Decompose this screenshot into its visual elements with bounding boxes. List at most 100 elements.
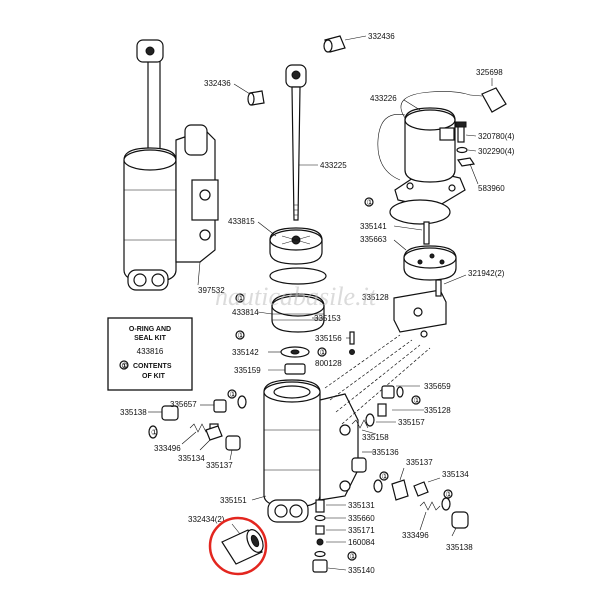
label-335128-upper: 335128 <box>362 293 389 302</box>
label-321942: 321942(2) <box>468 269 505 278</box>
piston-433814 <box>271 293 325 333</box>
valve-block <box>393 279 447 338</box>
kit-marker-7: ① <box>414 396 421 405</box>
valve-335657 <box>213 395 247 413</box>
plug-335136 <box>351 457 383 493</box>
kit-marker-5: ① <box>151 428 158 437</box>
assembled-trim-cylinder <box>123 39 219 291</box>
label-335158: 335158 <box>362 433 389 442</box>
label-335137-left: 335137 <box>206 461 233 470</box>
label-335138-left: 335138 <box>120 408 147 417</box>
label-320780: 320780(4) <box>478 132 515 141</box>
plug-335138-right <box>451 511 469 529</box>
label-325698: 325698 <box>476 68 503 77</box>
label-335142: 335142 <box>232 348 259 357</box>
poppet-335134-right <box>413 481 429 497</box>
kit-note-2: OF KIT <box>142 373 166 380</box>
kit-marker-6: ① <box>230 390 237 399</box>
oring-335138-left <box>148 425 158 439</box>
nut-335159 <box>284 363 306 375</box>
pump-pin <box>423 221 430 245</box>
pin-335156 <box>349 331 355 345</box>
label-335153: 335153 <box>314 314 341 323</box>
label-335134-right: 335134 <box>442 470 469 479</box>
kit-marker-2: ① <box>238 294 245 303</box>
kit-note-symbol: ① <box>122 362 128 370</box>
kit-marker-8: ① <box>382 472 389 481</box>
kit-title-1: O-RING AND <box>129 326 171 333</box>
label-335134-left: 335134 <box>178 454 205 463</box>
fitting-335131 <box>315 499 325 513</box>
kit-number: 433816 <box>137 347 164 356</box>
piece-335171 <box>315 525 325 535</box>
kit-marker-10: ① <box>350 552 357 561</box>
label-335660: 335660 <box>348 514 375 523</box>
bushing-332434 <box>221 529 264 565</box>
label-335159: 335159 <box>234 366 261 375</box>
kit-marker-3: ① <box>238 331 245 340</box>
kit-title-2: SEAL KIT <box>134 335 166 342</box>
label-335128: 335128 <box>424 406 451 415</box>
plug-335140 <box>312 559 328 573</box>
trim-motor <box>377 91 471 209</box>
label-335657: 335657 <box>170 400 197 409</box>
label-335171: 335171 <box>348 526 375 535</box>
label-335663: 335663 <box>360 235 387 244</box>
spring-333496-right <box>419 501 441 511</box>
valve-335659 <box>381 385 404 399</box>
seal-kit-box: O-RING AND SEAL KIT 433816 ① CONTENTS OF… <box>107 317 193 391</box>
highlight-circle <box>208 516 268 576</box>
label-433814: 433814 <box>232 308 259 317</box>
label-335131: 335131 <box>348 501 375 510</box>
oring-upper <box>269 267 327 285</box>
kit-marker-4: ① <box>320 348 327 357</box>
label-332436-top: 332436 <box>368 32 395 41</box>
ram-rod <box>285 64 307 221</box>
plug-335138-left <box>161 405 179 421</box>
label-332436-left: 332436 <box>204 79 231 88</box>
motor-washer <box>456 146 468 154</box>
fitting-335128 <box>377 403 387 417</box>
label-583960: 583960 <box>478 184 505 193</box>
label-335151: 335151 <box>220 496 247 505</box>
label-333496-right: 333496 <box>402 531 429 540</box>
bushing-top <box>323 35 346 53</box>
oring-335138-right <box>441 497 451 511</box>
label-335137-right: 335137 <box>406 458 433 467</box>
watermark: nauticabasile.it <box>215 282 377 311</box>
label-335156: 335156 <box>315 334 342 343</box>
connector-plug <box>469 87 507 113</box>
label-335659: 335659 <box>424 382 451 391</box>
ball-800128 <box>349 349 355 355</box>
washer-335142 <box>280 346 310 358</box>
label-302290: 302290(4) <box>478 147 515 156</box>
label-332434: 332434(2) <box>188 515 225 524</box>
oring-335157 <box>365 413 375 427</box>
label-433225: 433225 <box>320 161 347 170</box>
poppet-335134-left <box>205 425 223 441</box>
kit-marker-1: ① <box>367 198 374 207</box>
label-333496-left: 333496 <box>154 444 181 453</box>
spring-335158 <box>351 419 369 429</box>
label-433815: 433815 <box>228 217 255 226</box>
piston-433815 <box>269 227 323 265</box>
label-800128: 800128 <box>315 359 342 368</box>
label-335157: 335157 <box>398 418 425 427</box>
ball-160084 <box>316 538 324 546</box>
label-335138-right: 335138 <box>446 543 473 552</box>
kit-note-1: CONTENTS <box>133 363 172 370</box>
label-335140: 335140 <box>348 566 375 575</box>
main-cylinder-335151 <box>263 379 359 523</box>
oring-bottom <box>314 550 326 558</box>
plug-335137-right <box>391 479 409 501</box>
label-397532: 397532 <box>198 286 225 295</box>
motor-oring <box>389 199 451 225</box>
plug-335137-left <box>225 435 241 451</box>
label-160084: 160084 <box>348 538 375 547</box>
bushing-left <box>247 90 265 106</box>
clip-583960 <box>456 157 476 167</box>
pump-body <box>403 245 457 281</box>
label-335141: 335141 <box>360 222 387 231</box>
kit-marker-9: ① <box>446 490 453 499</box>
